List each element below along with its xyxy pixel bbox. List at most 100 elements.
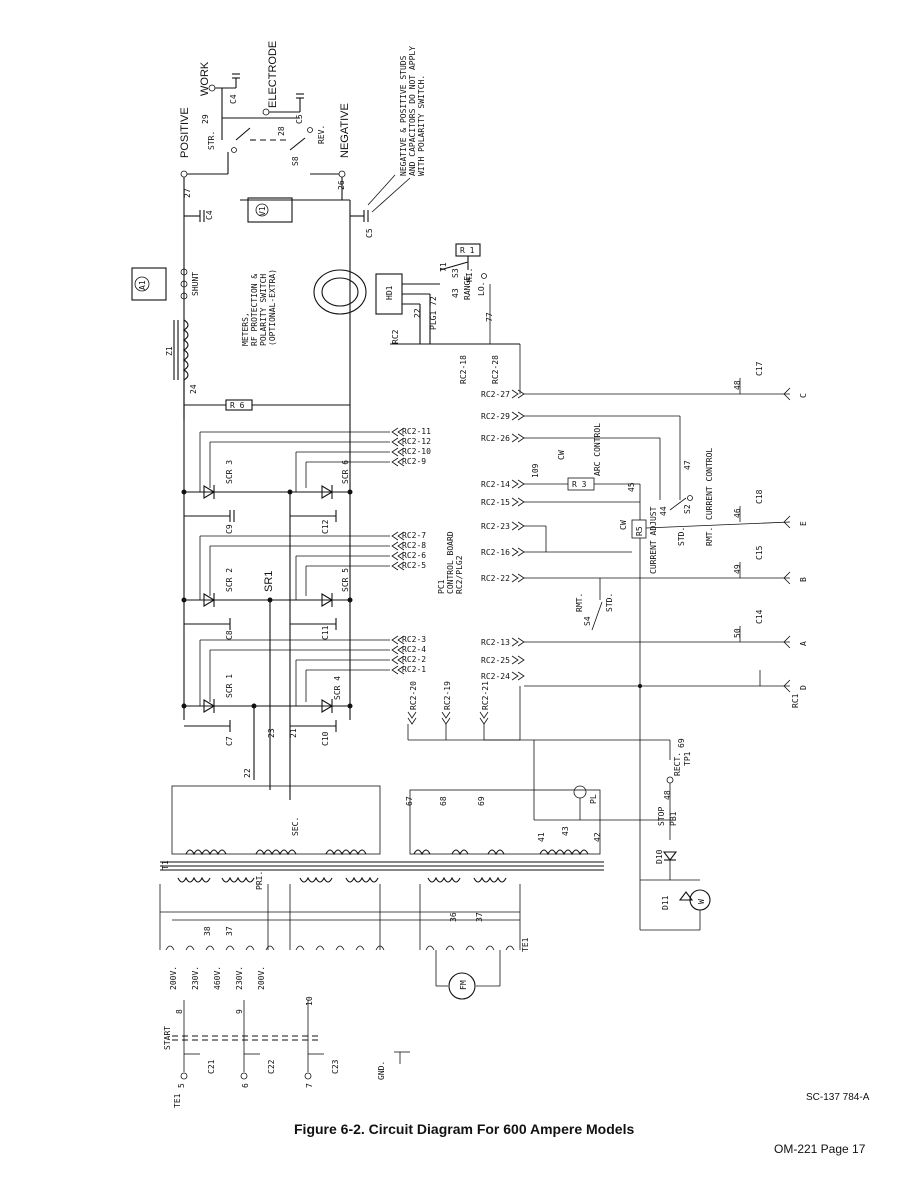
pin-label: RC2-3 <box>402 635 426 644</box>
capacitor-labels: C4 C5 C4 C5 C9 C12 C8 C11 C7 C10 C17 C18… <box>205 94 764 1074</box>
pin-label: RC2-10 <box>402 447 431 456</box>
pin-label: RC2-11 <box>402 427 431 436</box>
terminal-label: C <box>799 393 808 398</box>
transformer-t1 <box>159 785 604 1080</box>
wire-number: 48 <box>663 790 672 800</box>
pin-label: RC2-1 <box>402 665 426 674</box>
cap-label: C10 <box>321 731 330 746</box>
wire-number: 38 <box>203 926 212 936</box>
pin-label: RC2-21 <box>481 681 490 710</box>
pin-label: RC2-20 <box>409 681 418 710</box>
label-std-s4: STD. <box>605 593 614 612</box>
pin-label: RC2-23 <box>481 522 510 531</box>
note-line-1: NEGATIVE & POSITIVE STUDS <box>399 55 408 176</box>
wire-number: 7 <box>305 1083 314 1088</box>
pin-label: RC2-27 <box>481 390 510 399</box>
label-200v-a: 200V. <box>169 966 178 990</box>
label-d11: D11 <box>661 895 670 910</box>
scr-label: SCR 2 <box>225 568 234 592</box>
label-pl: PL <box>589 794 598 804</box>
cap-label: C11 <box>321 625 330 640</box>
wire-number: 26 <box>337 180 346 190</box>
meters-line-4: (OPTIONAL-EXTRA) <box>268 269 277 346</box>
cap-label: C18 <box>755 489 764 504</box>
cap-label: C12 <box>321 519 330 534</box>
fan-motor <box>448 972 476 1000</box>
label-tp1: TP1 <box>683 751 692 766</box>
label-s3: S3 <box>451 268 460 278</box>
positive-terminal <box>180 170 188 178</box>
rc1-terminal-labels: C E B A D <box>799 393 808 690</box>
note-line-3: WITH POLARITY SWITCH. <box>417 75 426 176</box>
wire-number: 41 <box>537 832 546 842</box>
rc2-left-pin-labels: RC2-11 RC2-12 RC2-10 RC2-9 RC2-7 RC2-8 R… <box>402 427 431 674</box>
wire-number: 77 <box>485 312 494 322</box>
label-shunt: SHUNT <box>191 272 200 296</box>
wire-number: 27 <box>183 188 192 198</box>
wire-number: 109 <box>531 463 540 478</box>
cap-label: C14 <box>755 609 764 624</box>
output-section <box>131 73 411 720</box>
label-hd1: HD1 <box>385 285 394 300</box>
cap-label: C23 <box>331 1059 340 1074</box>
wire-number: 43 <box>451 288 460 298</box>
label-current-control: CURRENT CONTROL <box>705 448 714 520</box>
label-s2: S2 <box>683 504 692 514</box>
wire-number: 44 <box>659 506 668 516</box>
control-wiring <box>407 284 791 930</box>
label-str: STR. <box>207 131 216 150</box>
label-electrode: ELECTRODE <box>267 41 279 108</box>
pin-label: RC2-24 <box>481 672 510 681</box>
cap-label: C9 <box>225 524 234 534</box>
terminal-label: A <box>799 641 808 646</box>
pin-label: RC2-16 <box>481 548 510 557</box>
pin-label: RC2-7 <box>402 531 426 540</box>
wire-number: 49 <box>733 564 742 574</box>
pin-label: RC2-28 <box>491 355 500 384</box>
wire-number: 45 <box>627 482 636 492</box>
pin-label: RC2-13 <box>481 638 510 647</box>
label-rc1: RC1 <box>791 693 800 708</box>
wire-number: 22 <box>413 308 422 318</box>
label-pb1: PB1 <box>669 811 678 826</box>
label-rev: REV. <box>317 125 326 144</box>
pin-label: RC2-18 <box>459 355 468 384</box>
label-work: WORK <box>199 61 211 96</box>
wire-number: 8 <box>175 1009 184 1014</box>
wire-number: 67 <box>405 796 414 806</box>
pin-label: RC2-2 <box>402 655 426 664</box>
terminal-label: D <box>799 685 808 690</box>
wire-number: 48 <box>733 380 742 390</box>
wire-number: 29 <box>201 114 210 124</box>
wire-number: 68 <box>439 796 448 806</box>
label-range: RANGE <box>463 276 472 300</box>
wire-number: 22 <box>243 768 252 778</box>
cap-label: C5 <box>295 114 304 124</box>
wire-number: 69 <box>477 796 486 806</box>
cap-label: C17 <box>755 361 764 376</box>
wire-number: 5 <box>177 1083 186 1088</box>
label-lo: LO. <box>477 282 486 296</box>
wire-number: 71 <box>439 262 448 272</box>
label-d10: D10 <box>655 849 664 864</box>
label-s8: S8 <box>291 156 300 166</box>
pilot-light <box>573 785 587 799</box>
label-current-adjust: CURRENT ADJUST <box>649 506 658 574</box>
pin-label: RC2-8 <box>402 541 426 550</box>
label-rect: RECT. <box>673 752 682 776</box>
meters-line-3: POLARITY SWITCH <box>259 274 268 346</box>
page-number: OM-221 Page 17 <box>774 1142 866 1156</box>
scr-label: SCR 5 <box>341 568 350 592</box>
wire-number: 47 <box>683 460 692 470</box>
pin-label: RC2-15 <box>481 498 510 507</box>
label-stop: STOP <box>657 807 666 826</box>
label-w: W <box>697 899 706 904</box>
wire-number: 50 <box>733 628 742 638</box>
terminal-label: E <box>799 521 808 526</box>
label-s4: S4 <box>583 616 592 626</box>
scr-bridge <box>181 431 390 800</box>
wire-number: 10 <box>305 996 314 1006</box>
label-rc2: RC2 <box>391 329 400 344</box>
label-fm: FM <box>459 980 468 990</box>
